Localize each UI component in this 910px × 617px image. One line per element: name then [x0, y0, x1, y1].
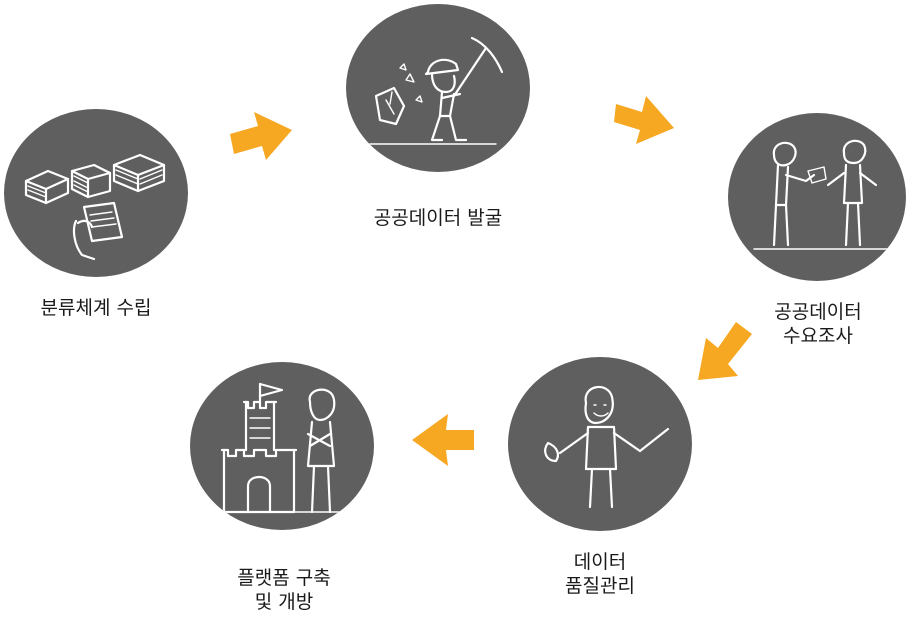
- step-label-quality: 데이터 품질관리: [565, 551, 635, 597]
- arrow-discovery-to-demand-survey: [612, 86, 678, 150]
- step-label-discovery: 공공데이터 발굴: [373, 207, 503, 229]
- arrow-classification-to-discovery: [226, 104, 296, 166]
- arrow-quality-to-platform: [408, 410, 478, 470]
- mechanic-icon: [508, 357, 692, 531]
- arrow-demand-survey-to-quality: [690, 320, 756, 386]
- documents-icon: [4, 109, 188, 277]
- step-label-demand-survey: 공공데이터 수요조사: [774, 301, 862, 347]
- castle-icon: [190, 362, 374, 530]
- interview-icon: [728, 113, 906, 281]
- step-label-classification: 분류체계 수립: [40, 297, 152, 319]
- miner-icon: [346, 4, 530, 172]
- step-label-platform: 플랫폼 구축 및 개방: [237, 567, 331, 613]
